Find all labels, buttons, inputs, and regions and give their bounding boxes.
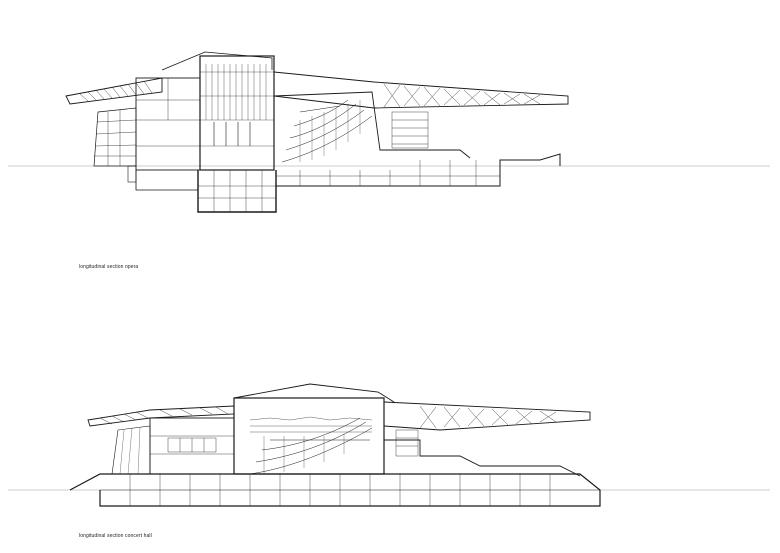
opera-right-lower-grid (276, 160, 500, 186)
opera-right-lower (275, 153, 561, 187)
concert-hall-section (8, 383, 770, 507)
opera-left-basement-block (127, 165, 137, 183)
opera-left-roof (65, 77, 163, 105)
caption-concert-hall: longitudinal section concert hall (79, 533, 152, 539)
opera-right-roof (273, 71, 569, 109)
opera-basement (197, 170, 277, 213)
concert-left-facade-lines (119, 427, 141, 475)
concert-foyer-stairs (395, 429, 419, 457)
concert-left-truss (99, 406, 229, 425)
concert-right-roof (383, 401, 591, 431)
concert-right-truss (419, 405, 557, 429)
opera-tower-grid (200, 64, 274, 147)
opera-basement-structure (198, 170, 276, 212)
concert-hall-ceiling (249, 416, 373, 433)
opera-lower-level (135, 170, 198, 191)
opera-foyer-stairs (391, 111, 429, 149)
opera-fly-tower (199, 55, 275, 171)
concert-seating-rake (249, 417, 373, 475)
opera-stage-rigging (213, 122, 251, 146)
caption-opera: longitudinal section opera (79, 264, 139, 270)
opera-backstage-floors (136, 78, 200, 147)
opera-tower-top (161, 51, 273, 71)
concert-hall-columns (263, 434, 345, 474)
opera-right-truss (383, 83, 541, 108)
opera-left-facade (93, 107, 137, 167)
opera-seating-tiers (281, 99, 373, 163)
opera-auditorium-shell (273, 91, 471, 159)
concert-left-foyer-detail (150, 435, 234, 455)
concert-hall-shell (233, 397, 385, 475)
concert-left-facade (111, 425, 151, 475)
concert-right-terrace (384, 439, 581, 477)
opera-left-truss (79, 80, 153, 102)
opera-section (8, 51, 770, 213)
concert-podium-grid (100, 474, 600, 506)
opera-balcony-rails (299, 100, 361, 162)
concert-hall-roof (233, 383, 395, 403)
opera-left-floors (94, 110, 137, 166)
